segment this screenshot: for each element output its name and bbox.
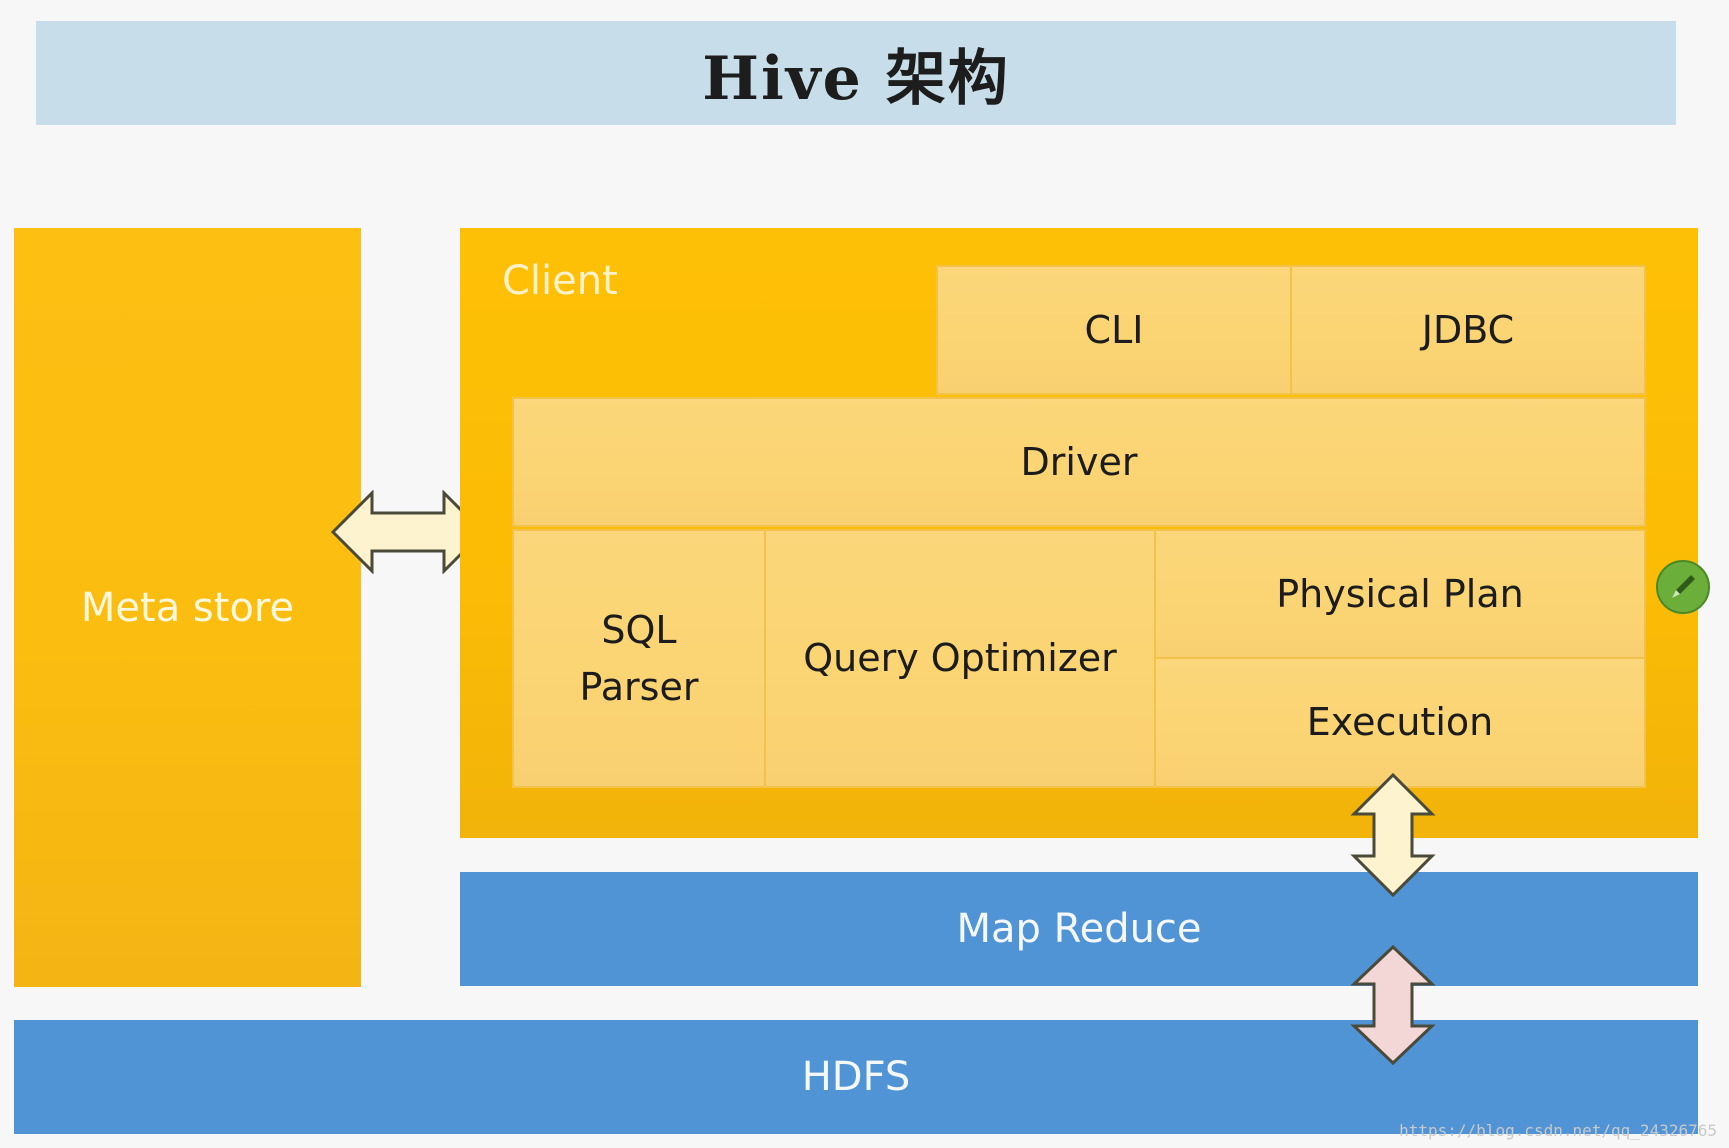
hdfs-label: HDFS xyxy=(801,1054,911,1100)
double-arrow-vertical-icon xyxy=(1350,944,1436,1066)
execution-label: Execution xyxy=(1306,700,1494,744)
meta-store-box: Meta store xyxy=(14,228,361,987)
query-optimizer-label: Query Optimizer xyxy=(803,636,1117,680)
physical-plan-label: Physical Plan xyxy=(1276,571,1524,616)
meta-store-label: Meta store xyxy=(80,584,295,631)
map-reduce-label: Map Reduce xyxy=(956,906,1202,952)
physical-plan-box: Physical Plan xyxy=(1154,529,1646,659)
cli-label: CLI xyxy=(1084,307,1144,352)
title-banner: Hive 架构 xyxy=(36,21,1676,125)
client-box: Client CLI JDBC Driver SQL Parser Query … xyxy=(460,228,1698,838)
driver-box: Driver xyxy=(512,397,1646,527)
query-optimizer-box: Query Optimizer xyxy=(764,529,1156,788)
page-title: Hive 架构 xyxy=(702,43,1010,114)
client-label: Client xyxy=(502,258,618,304)
pen-icon[interactable] xyxy=(1656,560,1710,614)
map-reduce-box: Map Reduce xyxy=(460,872,1698,986)
execution-box: Execution xyxy=(1154,657,1646,788)
watermark-url: https://blog.csdn.net/qq_24326765 xyxy=(1399,1121,1717,1140)
sql-parser-box: SQL Parser xyxy=(512,529,766,788)
sql-parser-label-line2: Parser xyxy=(579,664,699,709)
jdbc-label: JDBC xyxy=(1421,307,1515,352)
driver-label: Driver xyxy=(1020,439,1138,484)
cli-box: CLI xyxy=(936,265,1292,395)
jdbc-box: JDBC xyxy=(1290,265,1646,395)
hdfs-box: HDFS xyxy=(14,1020,1698,1134)
double-arrow-vertical-icon xyxy=(1350,772,1436,898)
sql-parser-label-line1: SQL xyxy=(601,607,677,652)
